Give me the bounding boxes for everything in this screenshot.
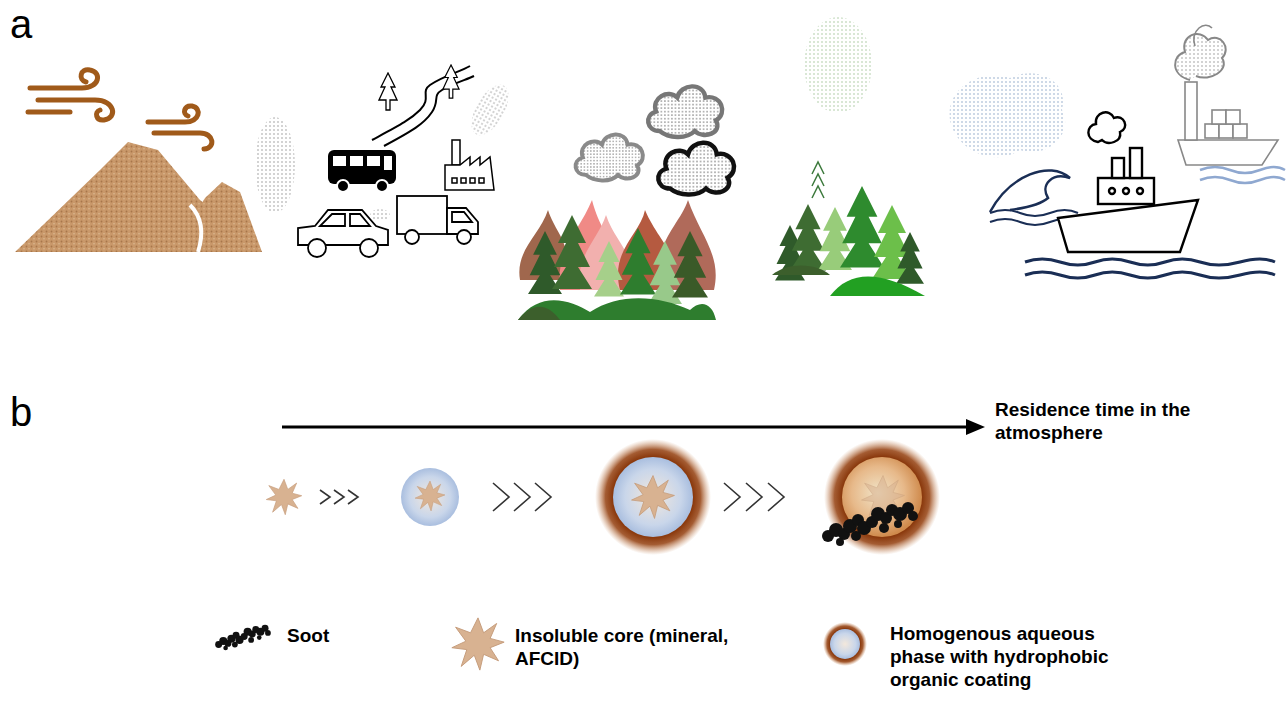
legend-text: Homogenous aqueous phase with hydrophobi… bbox=[890, 622, 1130, 691]
biogenic-source bbox=[772, 17, 925, 296]
legend-text: Insoluble core (mineral, AFCID) bbox=[515, 624, 790, 670]
wildfire-source bbox=[518, 86, 734, 320]
dust-source bbox=[15, 70, 262, 252]
aging-sequence bbox=[266, 439, 940, 555]
residence-time-axis bbox=[282, 419, 985, 435]
axis-label: Residence time in the atmosphere bbox=[995, 398, 1265, 444]
legend-text: Soot bbox=[287, 624, 407, 647]
panel-letter: a bbox=[10, 0, 32, 48]
marine-source bbox=[950, 25, 1285, 278]
panel-letter: b bbox=[10, 388, 32, 436]
traffic-industry-source bbox=[255, 65, 516, 257]
legend-samples bbox=[215, 618, 867, 670]
